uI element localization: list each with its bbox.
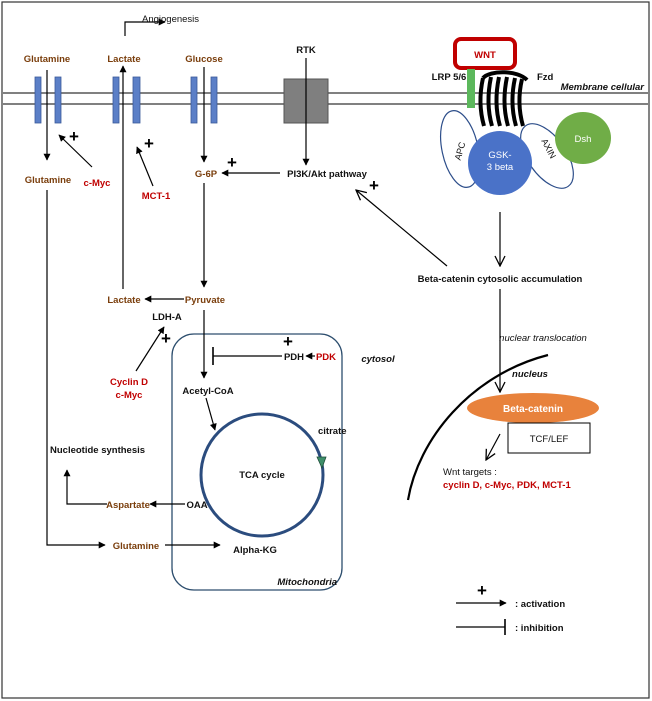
lactate-intracellular: Lactate xyxy=(107,295,140,306)
wnt-label: WNT xyxy=(474,50,496,61)
lrp-receptor xyxy=(467,69,475,108)
wnt-targets-label: Wnt targets : xyxy=(443,467,497,478)
cmyc-ldha-label: c-Myc xyxy=(116,390,143,401)
pyruvate-label: Pyruvate xyxy=(185,295,225,306)
tca-cycle-ring xyxy=(199,412,325,538)
tca-label: TCA cycle xyxy=(239,470,285,481)
nuclear-translocation-label: nuclear translocation xyxy=(499,333,587,344)
svg-text:+: + xyxy=(477,581,487,600)
alpha-kg-label: Alpha-KG xyxy=(233,545,277,556)
gsk-label-line1: GSK- xyxy=(488,150,511,161)
legend: : activation : inhibition xyxy=(456,599,565,635)
cyclin-d-label: Cyclin D xyxy=(110,377,148,388)
nuclear-envelope xyxy=(406,353,549,501)
mitochondria-compartment xyxy=(171,333,343,591)
membrane-transporters xyxy=(34,76,218,124)
dsh-protein xyxy=(555,112,611,164)
lrp-label: LRP 5/6 xyxy=(432,72,467,83)
activation-plus-signs: + + + + + + + xyxy=(69,127,487,600)
pdh-label: PDH xyxy=(284,352,304,363)
membrane-label: Membrane cellular xyxy=(561,82,646,93)
fzd-label: Fzd xyxy=(537,72,554,83)
wnt-ligand xyxy=(453,37,517,70)
legend-activation-label: : activation xyxy=(515,599,565,610)
fzd-receptor xyxy=(478,70,529,127)
nucleotide-synthesis-label: Nucleotide synthesis xyxy=(50,445,145,456)
glucose-label: Glucose xyxy=(185,54,223,65)
glutamine-extracellular: Glutamine xyxy=(24,54,70,65)
citrate-label: citrate xyxy=(318,426,347,437)
acetyl-coa-label: Acetyl-CoA xyxy=(182,386,233,397)
svg-text:+: + xyxy=(283,332,293,351)
rtk-label: RTK xyxy=(296,45,316,56)
pdk-label: PDK xyxy=(316,352,336,363)
beta-catenin-label: Beta-catenin xyxy=(503,404,563,415)
ldha-label: LDH-A xyxy=(152,312,182,323)
svg-text:+: + xyxy=(227,153,237,172)
beta-catenin-accumulation-label: Beta-catenin cytosolic accumulation xyxy=(418,274,583,285)
glutamine-intracellular: Glutamine xyxy=(25,175,71,186)
dsh-label: Dsh xyxy=(575,134,592,145)
pi3k-label: PI3K/Akt pathway xyxy=(287,169,367,180)
gsk3-beta xyxy=(468,131,532,195)
cmyc-label: c-Myc xyxy=(84,178,111,189)
g6p-label: G-6P xyxy=(195,169,218,180)
aspartate-label: Aspartate xyxy=(106,500,150,511)
gsk-label-line2: 3 beta xyxy=(487,162,514,173)
svg-text:+: + xyxy=(144,134,154,153)
pathway-arrows xyxy=(43,18,500,549)
svg-text:+: + xyxy=(69,127,79,146)
mct1-label: MCT-1 xyxy=(142,191,171,202)
svg-text:+: + xyxy=(369,176,379,195)
nucleus-label: nucleus xyxy=(512,369,548,380)
oaa-label: OAA xyxy=(186,500,207,511)
cytosol-label: cytosol xyxy=(361,354,395,365)
svg-text:+: + xyxy=(161,329,171,348)
wnt-targets-list: cyclin D, c-Myc, PDK, MCT-1 xyxy=(443,480,571,491)
beta-catenin-nuclear xyxy=(467,393,599,423)
tcf-lef-label: TCF/LEF xyxy=(530,434,569,445)
tcf-lef-box xyxy=(507,422,591,454)
lactate-extracellular: Lactate xyxy=(107,54,140,65)
legend-inhibition-label: : inhibition xyxy=(515,623,564,634)
citrate-arrowhead xyxy=(316,456,327,470)
glutamine-bottom-label: Glutamine xyxy=(113,541,159,552)
angiogenesis-label: Angiogenesis xyxy=(142,14,199,25)
mitochondria-label: Mitochondria xyxy=(277,577,337,588)
